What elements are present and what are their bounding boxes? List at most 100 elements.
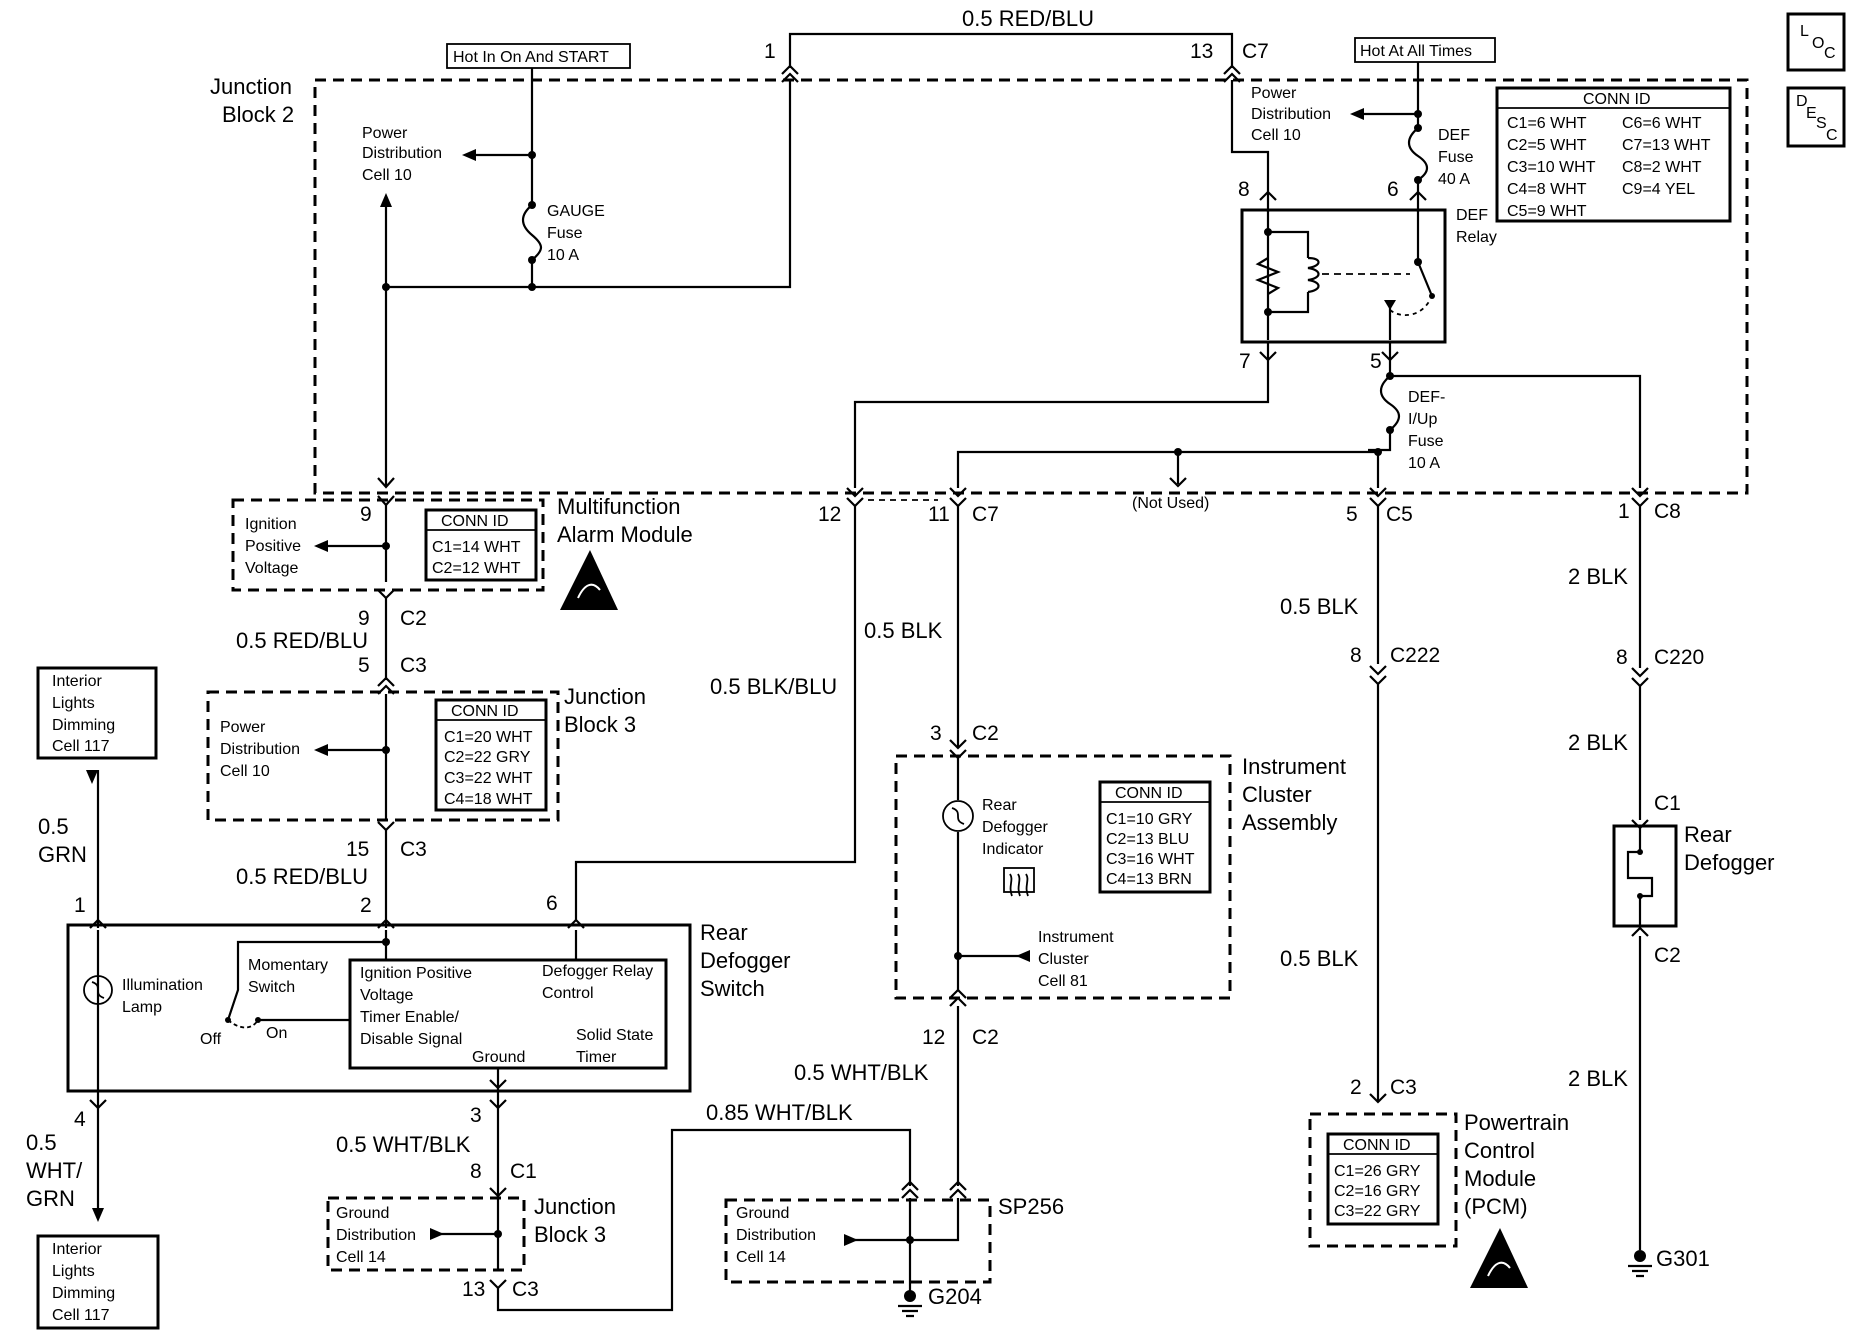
ground-g204-icon [898,1286,922,1318]
def-fuse-label-2: Fuse [1438,149,1474,166]
connector-c1-defog: C1 [1654,792,1681,815]
def-relay [1240,208,1447,344]
svg-text:Interior: Interior [52,1241,102,1258]
svg-text:L: L [1800,23,1809,40]
svg-text:C3=10 WHT: C3=10 WHT [1507,159,1596,176]
connector-c3-jb3-out: C3 [400,838,427,861]
svg-text:C8=2 WHT: C8=2 WHT [1622,159,1702,176]
svg-text:E: E [1806,105,1817,122]
ic-cell81-3: Cell 81 [1038,973,1088,990]
ssr-ign-2: Voltage [360,987,413,1004]
svg-text:Hot At All Times: Hot At All Times [1360,43,1472,60]
connector-c3-pcm: C3 [1390,1076,1417,1099]
svg-text:C3=22 GRY: C3=22 GRY [1334,1203,1421,1220]
g301-label: G301 [1656,1246,1710,1271]
wire-label-wht-grn-3: GRN [26,1186,75,1211]
switch-on-label: On [266,1025,287,1042]
ground-g301-icon [1628,1250,1652,1278]
rear-defogger-symbol-icon [1003,867,1035,897]
pin-sw-2: 2 [360,894,372,917]
connector-top-c7: C7 [1242,40,1269,63]
pin-sw-4: 4 [74,1108,86,1131]
pin-13-c3: 13 [462,1278,485,1301]
loc-box[interactable]: L O C [1786,12,1846,72]
pcm-label-1: Powertrain [1464,1110,1569,1135]
connector-chevron [1223,64,1241,83]
pin-11: 11 [928,503,950,526]
def-iup-fuse-4: 10 A [1408,455,1440,472]
ssr-timer-2: Disable Signal [360,1031,462,1048]
junction-block-2-outline [313,78,1749,495]
rdi-label-2: Defogger [982,819,1048,836]
wire-label-wht-grn-1: 0.5 [26,1130,57,1155]
arrow-pdc10-right [1350,108,1364,120]
ssr-timer-1: Timer Enable/ [360,1009,460,1026]
interior-lights-top[interactable]: Interior Lights Dimming Cell 117 [36,666,158,760]
wire-c7-to-relay-8 [1230,80,1270,212]
def-iup-fuse-1: DEF- [1408,389,1445,406]
svg-text:CONN ID: CONN ID [1115,785,1183,802]
gd-jb3-1: Ground [336,1205,389,1222]
ign-pos-3: Voltage [245,560,298,577]
gd-jb3-2: Distribution [336,1227,416,1244]
connector-c7-11: C7 [972,503,999,526]
alarm-conn-id-table: CONN ID C1=14 WHT C2=12 WHT [424,508,538,582]
connector-c220: C220 [1654,646,1704,669]
wire-blk-blu [574,506,857,920]
gd-sp-2: Distribution [736,1227,816,1244]
pcm-conn-id-table: CONN ID C1=26 GRY C2=16 GRY C3=22 GRY [1326,1132,1440,1226]
ssr-solid-1: Solid State [576,1027,653,1044]
pin-1-c8: 1 [1618,500,1630,523]
svg-text:C6=6 WHT: C6=6 WHT [1622,115,1702,132]
svg-text:D: D [1796,93,1808,110]
ica-label-1: Instrument [1242,754,1346,779]
wire-label-red-blu-c2: 0.5 RED/BLU [236,628,368,653]
esd-warning-pcm-icon [1470,1228,1528,1288]
svg-text:C2=16 GRY: C2=16 GRY [1334,1183,1421,1200]
illum-lamp-2: Lamp [122,999,162,1016]
pin-2-c3: 2 [1350,1076,1362,1099]
svg-text:Cell 117: Cell 117 [52,738,110,755]
alarm-module-outline [231,498,545,592]
junction-block-2-label-2: Block 2 [222,102,294,127]
svg-text:Lights: Lights [52,1263,95,1280]
wire-label-blk-g301: 2 BLK [1568,1066,1628,1091]
def-fuse-label-1: DEF [1438,127,1470,144]
svg-text:Dimming: Dimming [52,717,115,734]
pcm-label-2: Control [1464,1138,1535,1163]
jb3-upper-label-1: Junction [564,684,646,709]
interior-lights-bottom[interactable]: Interior Lights Dimming Cell 117 [36,1234,160,1330]
svg-text:CONN ID: CONN ID [1583,91,1651,108]
pin-12-c2: 12 [922,1026,945,1049]
gd-sp-3: Cell 14 [736,1249,786,1266]
gauge-fuse-label-1: GAUGE [547,203,605,220]
pin-relay-6: 6 [1387,178,1399,201]
ssr-ign-1: Ignition Positive [360,965,472,982]
wire-label-grn-2: GRN [38,842,87,867]
svg-text:C5=9 WHT: C5=9 WHT [1507,203,1587,220]
pin-8-c1: 8 [470,1160,482,1183]
rds-label-3: Switch [700,976,765,1001]
pin-top-13: 13 [1190,40,1213,63]
svg-text:C3=16 WHT: C3=16 WHT [1106,851,1195,868]
def-iup-fuse-symbol [1379,375,1401,431]
def-relay-label-2: Relay [1456,229,1497,246]
switch-off-label: Off [200,1031,222,1048]
connector-chevron [781,64,799,83]
ica-label-2: Cluster [1242,782,1312,807]
jb3-conn-id-table: CONN ID C1=20 WHT C2=22 GRY C3=22 WHT C4… [434,698,548,812]
svg-text:S: S [1816,115,1827,132]
pcm-label-4: (PCM) [1464,1194,1528,1219]
pin-5-c3: 5 [358,654,370,677]
svg-text:CONN ID: CONN ID [441,513,509,530]
illum-lamp-1: Illumination [122,977,203,994]
svg-text:C4=8 WHT: C4=8 WHT [1507,181,1587,198]
ic-cell81-2: Cluster [1038,951,1089,968]
defogger-indicator-lamp [942,800,974,832]
desc-box[interactable]: D E S C [1786,86,1846,148]
pdc10-right-1: Power [1251,85,1297,102]
svg-text:Hot In On And START: Hot In On And START [453,49,609,66]
rdi-label-1: Rear [982,797,1017,814]
wire-gauge-to-c7 [386,80,792,289]
